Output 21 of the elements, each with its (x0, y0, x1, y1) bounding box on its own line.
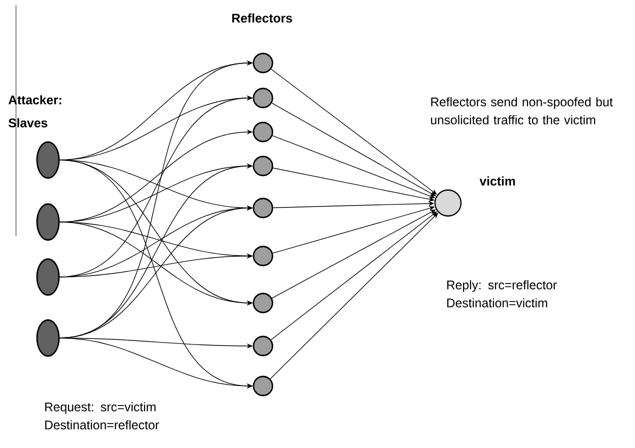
reflector-circle (252, 336, 274, 356)
note-text: Reply: src=reflector Destination=victim (447, 280, 557, 308)
slave-ellipse (36, 319, 60, 357)
arrow (270, 212, 438, 380)
node-heading: victim (480, 176, 515, 186)
reflector-circle (252, 292, 274, 314)
note-text: Reflectors send non-spoofed but unsolicited traffic to the victim (431, 97, 613, 124)
reflector-circle (252, 156, 274, 176)
reflector-circle (252, 198, 274, 218)
reflector-circle (252, 52, 274, 74)
victim-circle (434, 189, 462, 217)
slave-ellipse (36, 141, 60, 179)
group-heading: Attacker: Slaves (8, 95, 62, 128)
reflector-circle (252, 246, 274, 266)
group-heading: Reflectors (232, 13, 292, 23)
note-text: Request: src=victim Destination=reflector (45, 402, 159, 430)
slave-ellipse (36, 203, 60, 241)
slave-ellipse (36, 258, 60, 296)
reflector-circle (252, 122, 274, 142)
reflector-circle (252, 88, 274, 108)
reflector-circle (252, 376, 274, 396)
